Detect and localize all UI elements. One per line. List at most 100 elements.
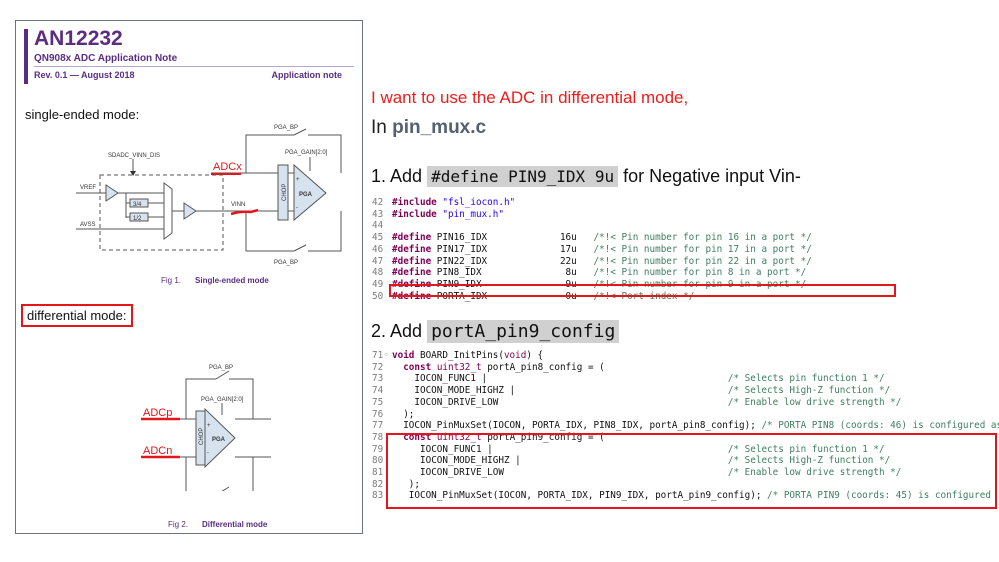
define-value: 8u — [565, 267, 577, 279]
pin9-config-highlight-box — [386, 433, 997, 509]
code-text: PIN16_IDX — [431, 232, 488, 244]
step1-code-highlight: #define PIN9_IDX 9u — [427, 166, 619, 187]
code-text: portA_pin8_config = ( — [481, 361, 605, 373]
doc-subtitle: QN908x ADC Application Note — [34, 53, 178, 64]
step1-prefix: 1. Add — [371, 166, 428, 186]
label-minus: - — [207, 450, 209, 456]
code-line: 79 IOCON_FUNC1 | /* Selects pin function… — [372, 444, 999, 456]
keyword: #include — [392, 208, 437, 220]
code-text: IOCON_MODE_HIGHZ | — [414, 385, 516, 397]
code-snippet-init-pins: 71◦void BOARD_InitPins(void) {72 const u… — [372, 350, 999, 502]
padding — [482, 267, 566, 278]
label-vinn: VINN — [231, 202, 245, 208]
indent — [392, 409, 403, 420]
chop-block — [277, 164, 289, 221]
app-note-page: AN12232 QN908x ADC Application Note Rev.… — [15, 20, 363, 534]
code-line: 45#define PIN16_IDX 16u /*!< Pin number … — [372, 232, 812, 244]
padding — [577, 244, 594, 255]
label-pga-bp-top: PGA_BP — [209, 365, 233, 371]
code-line: 74 IOCON_MODE_HIGHZ | /* Selects High-Z … — [372, 385, 999, 397]
define-value: 22u — [559, 255, 577, 267]
label-adcp: ADCp — [143, 407, 172, 419]
step1-suffix: for Negative input Vin- — [618, 166, 801, 186]
line-number: 77 — [372, 420, 384, 432]
in-prefix: In — [371, 117, 393, 138]
code-text: portA_pin9_config = ( — [481, 431, 605, 443]
line-number: 76 — [372, 408, 384, 420]
code-line: 43#include "pin_mux.h" — [372, 209, 812, 221]
step2-prefix: 2. Add — [371, 321, 428, 341]
code-comment: /*!< Pin number for pin 16 in a port */ — [593, 232, 812, 244]
line-number: 47 — [372, 255, 384, 267]
type-keyword: uint32_t — [436, 431, 482, 443]
fig1-title: Single-ended mode — [195, 276, 269, 285]
fig1-caption: Fig 1.Single-ended mode — [161, 276, 269, 285]
fig1-single-ended-diagram: PGA_BP PGA_GAIN[2:0] SDADC_VINN_DIS VREF… — [76, 125, 342, 266]
fig2-title: Differential mode — [202, 520, 268, 529]
code-line: 83 IOCON_PinMuxSet(IOCON, PORTA_IDX, PIN… — [372, 490, 999, 502]
line-number: 71◦ — [372, 350, 389, 361]
keyword: void — [392, 350, 415, 361]
code-comment: /* Selects High-Z function */ — [727, 385, 891, 397]
code-comment: /* PORTA PIN8 (coords: 46) is configured… — [761, 420, 999, 432]
line-number: 45 — [372, 232, 384, 244]
padding — [577, 267, 594, 278]
code-line: 82 ); — [372, 479, 999, 491]
indent — [392, 420, 403, 431]
line-number: 48 — [372, 267, 384, 279]
file-name: pin_mux.c — [392, 117, 487, 138]
code-line: 47#define PIN22_IDX 22u /*!< Pin number … — [372, 256, 812, 268]
label-chop: CHOP — [282, 184, 288, 201]
line-number: 83 — [372, 490, 384, 502]
code-text: IOCON_FUNC1 | — [420, 443, 493, 455]
code-text: IOCON_DRIVE_LOW — [414, 396, 499, 408]
code-text: IOCON_FUNC1 | — [414, 373, 488, 385]
label-pga-bp-bottom: PGA_BP — [274, 260, 298, 266]
line-number: 81 — [372, 467, 384, 479]
label-vref: VREF — [80, 185, 96, 191]
code-text: PIN17_IDX — [431, 243, 488, 255]
code-line: 44 — [372, 220, 812, 232]
single-ended-heading: single-ended mode: — [25, 107, 140, 122]
label-minus: - — [296, 205, 298, 211]
line-number: 74 — [372, 385, 384, 397]
code-text: IOCON_DRIVE_LOW — [420, 467, 504, 479]
line-number: 49 — [372, 278, 384, 290]
fig2-number: Fig 2. — [168, 520, 189, 529]
code-text: ); — [403, 408, 415, 420]
pga-amplifier — [204, 407, 236, 469]
padding — [577, 256, 594, 267]
padding — [487, 373, 728, 384]
label-adcn: ADCn — [143, 445, 172, 457]
indent — [392, 397, 414, 408]
line-number: 50 — [372, 290, 384, 302]
label-pga-gain: PGA_GAIN[2:0] — [201, 397, 244, 403]
step2-code-highlight: portA_pin9_config — [427, 320, 620, 343]
keyword: const — [403, 431, 432, 443]
keyword: const — [403, 361, 432, 373]
keyword: #define — [392, 232, 432, 244]
vinn-block-boundary — [99, 174, 224, 251]
code-line: 71◦void BOARD_InitPins(void) { — [372, 350, 999, 362]
fig2-caption: Fig 2. Differential mode — [168, 520, 267, 529]
line-number: 82 — [372, 478, 384, 490]
code-comment: /* Selects pin function 1 */ — [727, 443, 885, 455]
keyword: #include — [392, 197, 437, 208]
line-number: 79 — [372, 443, 384, 455]
pin9-define-highlight-box — [389, 284, 896, 297]
code-line: 77 IOCON_PinMuxSet(IOCON, PORTA_IDX, PIN… — [372, 420, 999, 432]
padding — [498, 397, 728, 408]
code-comment: /*!< Pin number for pin 8 in a port */ — [593, 267, 807, 279]
pga-amplifier — [293, 163, 327, 222]
intent-text: I want to use the ADC in differential mo… — [371, 88, 689, 107]
code-line: 81 IOCON_DRIVE_LOW /* Enable low drive s… — [372, 467, 999, 479]
label-ratio-1-2: 1/2 — [133, 216, 142, 222]
header-divider — [34, 66, 354, 67]
padding — [487, 244, 560, 255]
line-number: 43 — [372, 208, 384, 220]
keyword: #define — [392, 267, 432, 279]
code-comment: /* Enable low drive strength */ — [727, 467, 902, 479]
code-line: 76 ); — [372, 409, 999, 421]
differential-heading: differential mode: — [21, 304, 133, 327]
code-comment: /* Selects pin function 1 */ — [727, 373, 885, 385]
